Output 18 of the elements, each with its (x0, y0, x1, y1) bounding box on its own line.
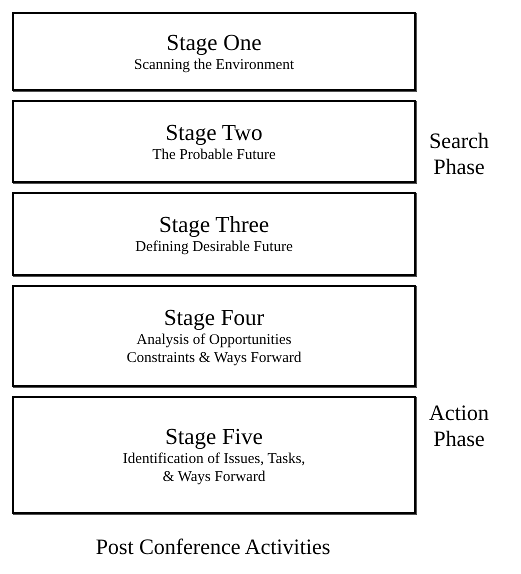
stage-box (12, 12, 416, 91)
stage-box (12, 396, 416, 514)
stage-title: Stage One (166, 30, 262, 56)
stage-description: Scanning the Environment (134, 56, 294, 74)
stage-description: Analysis of Opportunities Constraints & Ways Forward (126, 331, 302, 367)
stage-box (12, 285, 416, 387)
stage-title: Stage Two (166, 120, 262, 146)
stage-box (12, 192, 416, 276)
stage-title: Stage Five (165, 424, 263, 450)
stage-description: The Probable Future (152, 146, 276, 164)
stage-title: Stage Four (164, 305, 264, 331)
stage-box (12, 100, 416, 183)
stage-description: Defining Desirable Future (135, 238, 293, 256)
stage-description: Identification of Issues, Tasks, & Ways Forward (122, 450, 306, 486)
stage-title: Stage Three (158, 212, 270, 238)
footer-label: Post Conference Activities (94, 534, 332, 560)
phase-label: Search Phase (428, 128, 490, 180)
phase-label: Action Phase (428, 400, 490, 452)
